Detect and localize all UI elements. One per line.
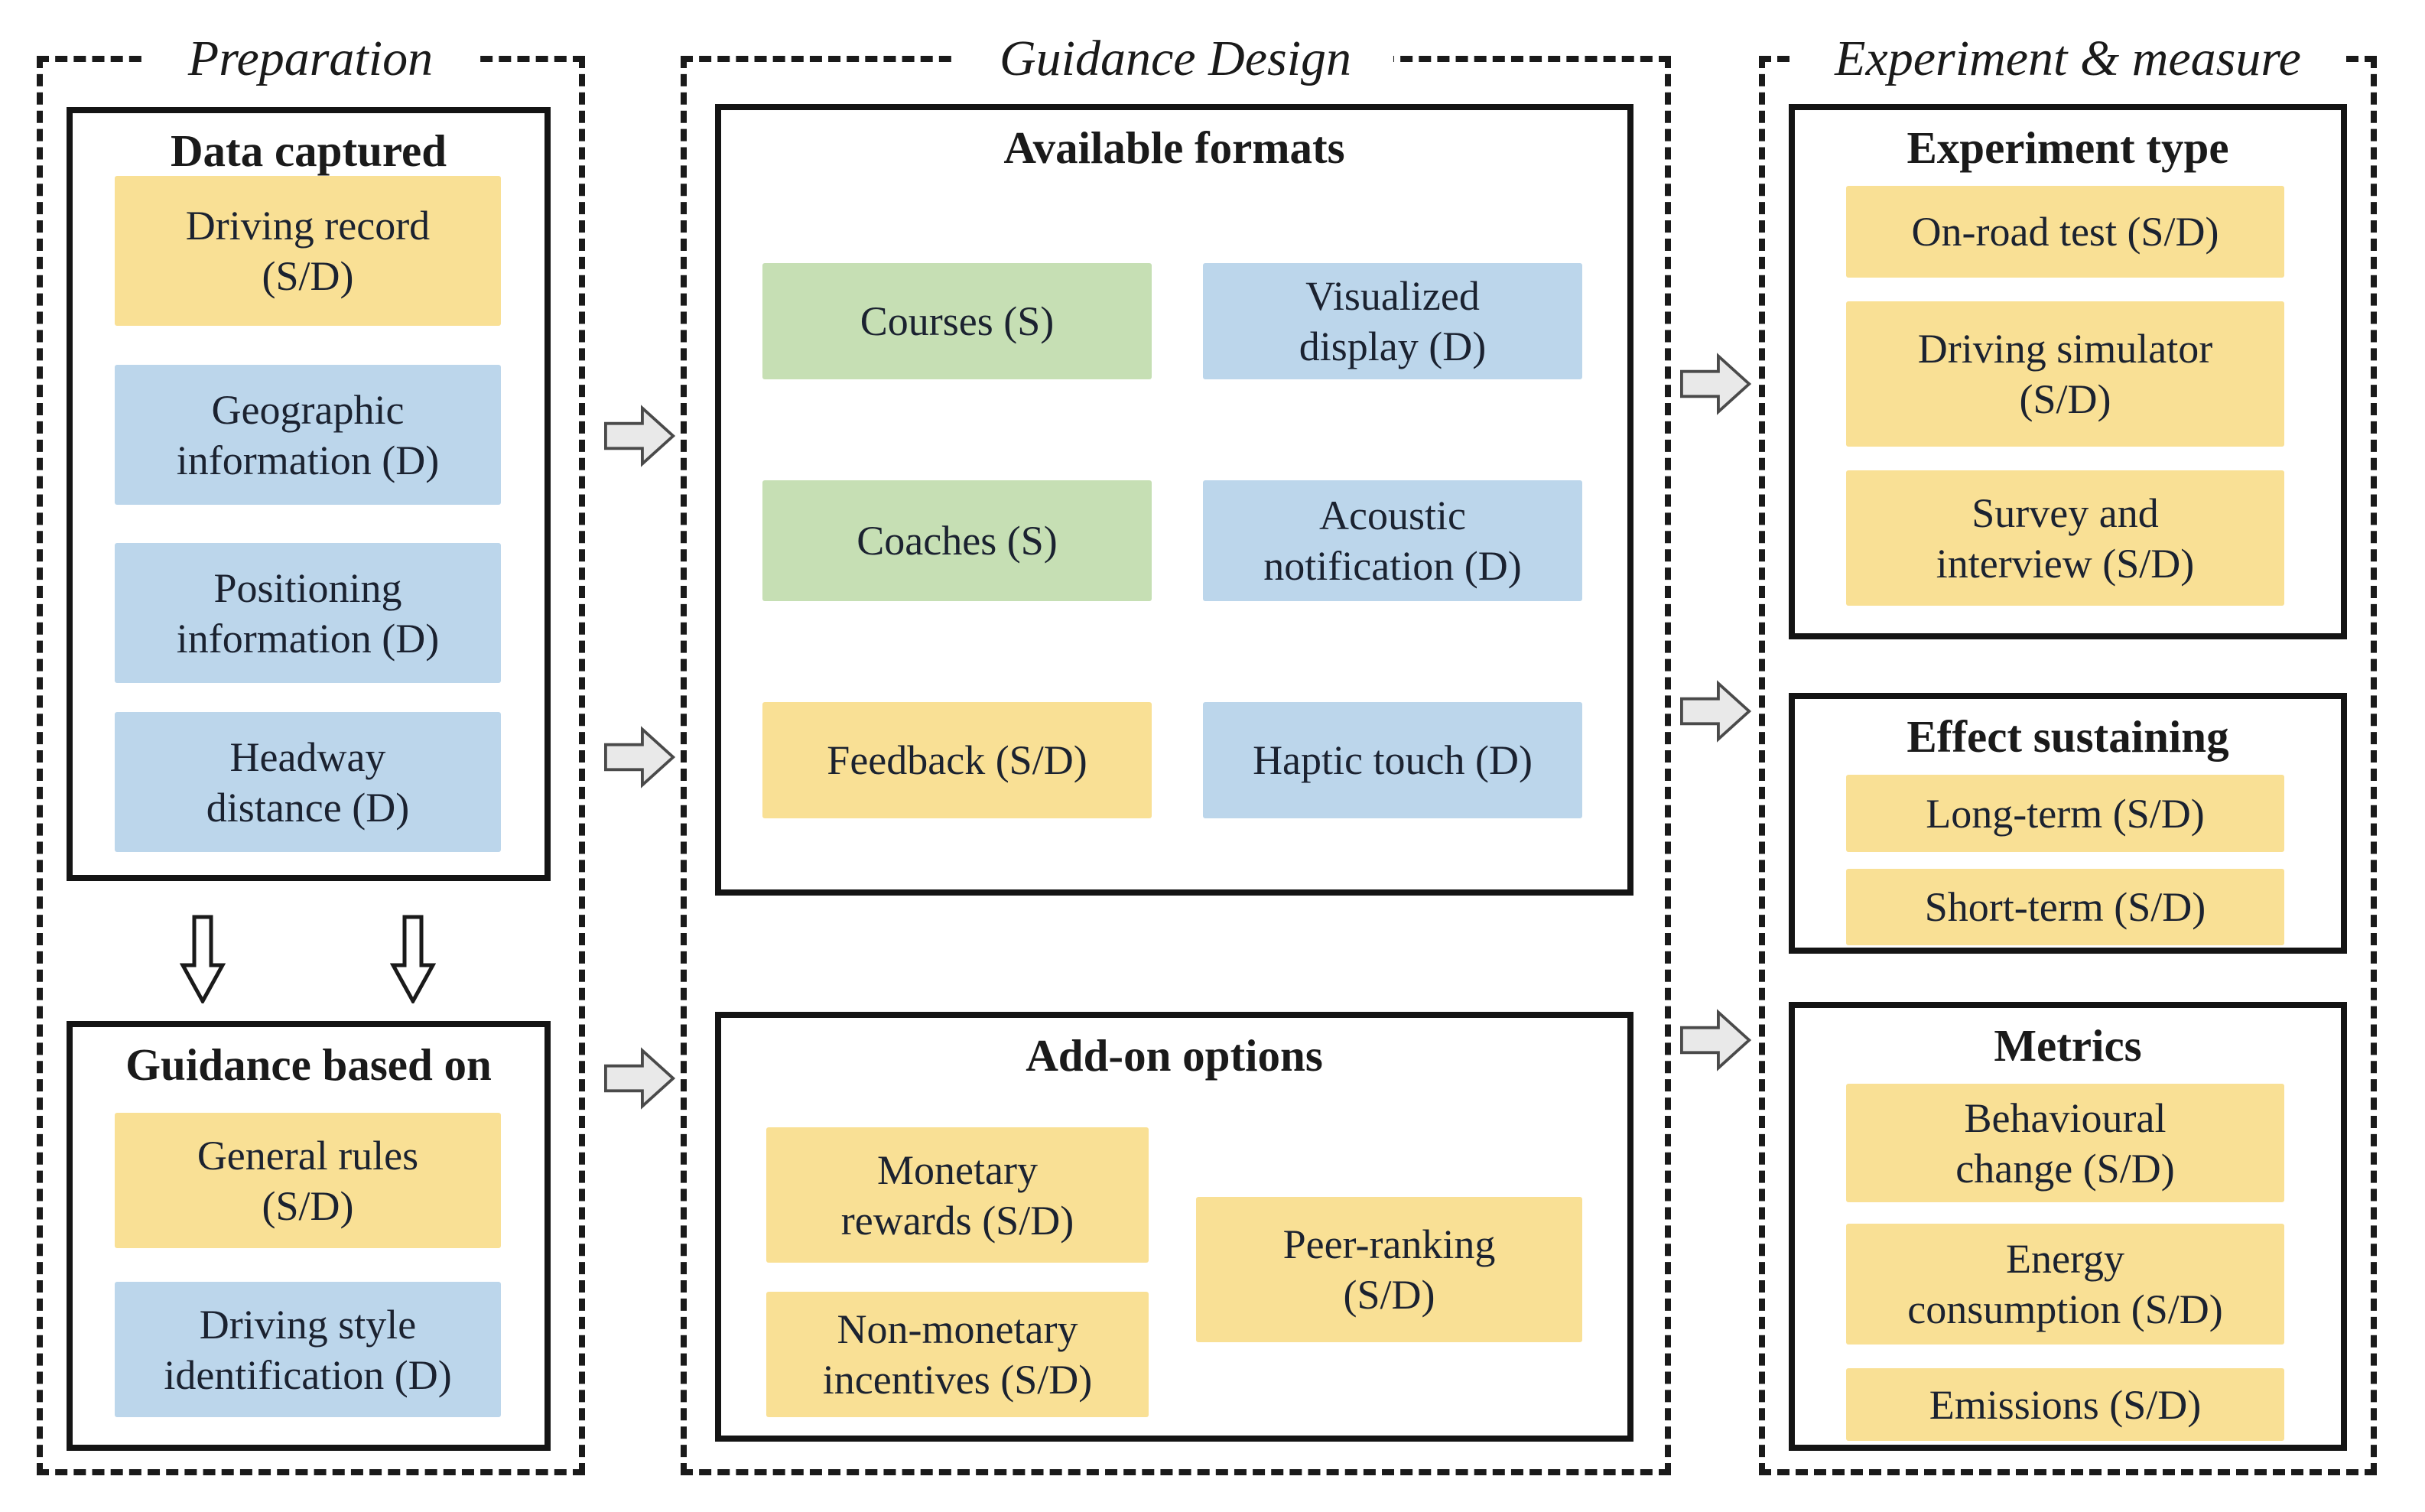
box-effect-sustaining: Effect sustaining Long-term (S/D) Short-… xyxy=(1789,693,2347,954)
box-header-data-captured: Data captured xyxy=(170,125,447,176)
box-available-formats: Available formats Courses (S) Visualized… xyxy=(715,104,1633,896)
item-acoustic-notification: Acoustic notification (D) xyxy=(1203,480,1582,601)
right-arrow-icon xyxy=(1680,1009,1752,1071)
item-short-term: Short-term (S/D) xyxy=(1846,869,2284,945)
item-geographic-information: Geographic information (D) xyxy=(115,365,501,505)
item-emissions: Emissions (S/D) xyxy=(1846,1368,2284,1441)
right-arrow-icon xyxy=(1680,353,1752,415)
box-data-captured: Data captured Driving record (S/D) Geogr… xyxy=(67,107,551,881)
item-coaches: Coaches (S) xyxy=(762,480,1152,601)
item-headway-distance: Headway distance (D) xyxy=(115,712,501,852)
box-header-experiment-type: Experiment type xyxy=(1907,122,2229,173)
box-header-guidance-based-on: Guidance based on xyxy=(125,1039,492,1090)
item-haptic-touch: Haptic touch (D) xyxy=(1203,702,1582,818)
item-on-road-test: On-road test (S/D) xyxy=(1846,186,2284,278)
item-positioning-information: Positioning information (D) xyxy=(115,543,501,683)
right-arrow-icon xyxy=(1680,680,1752,743)
box-header-effect-sustaining: Effect sustaining xyxy=(1907,711,2229,762)
item-energy-consumption: Energy consumption (S/D) xyxy=(1846,1224,2284,1345)
item-driving-record: Driving record (S/D) xyxy=(115,176,501,326)
down-arrow-icon xyxy=(390,915,436,1003)
item-behavioural-change: Behavioural change (S/D) xyxy=(1846,1084,2284,1202)
item-courses: Courses (S) xyxy=(762,263,1152,379)
item-peer-ranking: Peer-ranking (S/D) xyxy=(1196,1197,1582,1342)
box-header-add-on-options: Add-on options xyxy=(1026,1030,1323,1081)
right-arrow-icon xyxy=(604,405,676,467)
item-long-term: Long-term (S/D) xyxy=(1846,775,2284,852)
box-experiment-type: Experiment type On-road test (S/D) Drivi… xyxy=(1789,104,2347,639)
down-arrow-icon xyxy=(180,915,226,1003)
box-add-on-options: Add-on options Monetary rewards (S/D) No… xyxy=(715,1012,1633,1442)
column-title-guidance-design: Guidance Design xyxy=(957,22,1394,96)
column-title-preparation: Preparation xyxy=(145,22,476,96)
box-metrics: Metrics Behavioural change (S/D) Energy … xyxy=(1789,1002,2347,1451)
item-feedback: Feedback (S/D) xyxy=(762,702,1152,818)
right-arrow-icon xyxy=(604,1047,676,1110)
item-non-monetary-incentives: Non-monetary incentives (S/D) xyxy=(766,1292,1149,1417)
item-driving-style-identification: Driving style identification (D) xyxy=(115,1282,501,1417)
item-monetary-rewards: Monetary rewards (S/D) xyxy=(766,1127,1149,1263)
item-driving-simulator: Driving simulator (S/D) xyxy=(1846,301,2284,447)
column-title-experiment-measure: Experiment & measure xyxy=(1793,22,2343,96)
box-guidance-based-on: Guidance based on General rules (S/D) Dr… xyxy=(67,1021,551,1451)
box-header-metrics: Metrics xyxy=(1994,1020,2142,1071)
item-general-rules: General rules (S/D) xyxy=(115,1113,501,1248)
item-visualized-display: Visualized display (D) xyxy=(1203,263,1582,379)
item-survey-and-interview: Survey and interview (S/D) xyxy=(1846,470,2284,606)
box-header-available-formats: Available formats xyxy=(1003,122,1345,173)
right-arrow-icon xyxy=(604,726,676,789)
